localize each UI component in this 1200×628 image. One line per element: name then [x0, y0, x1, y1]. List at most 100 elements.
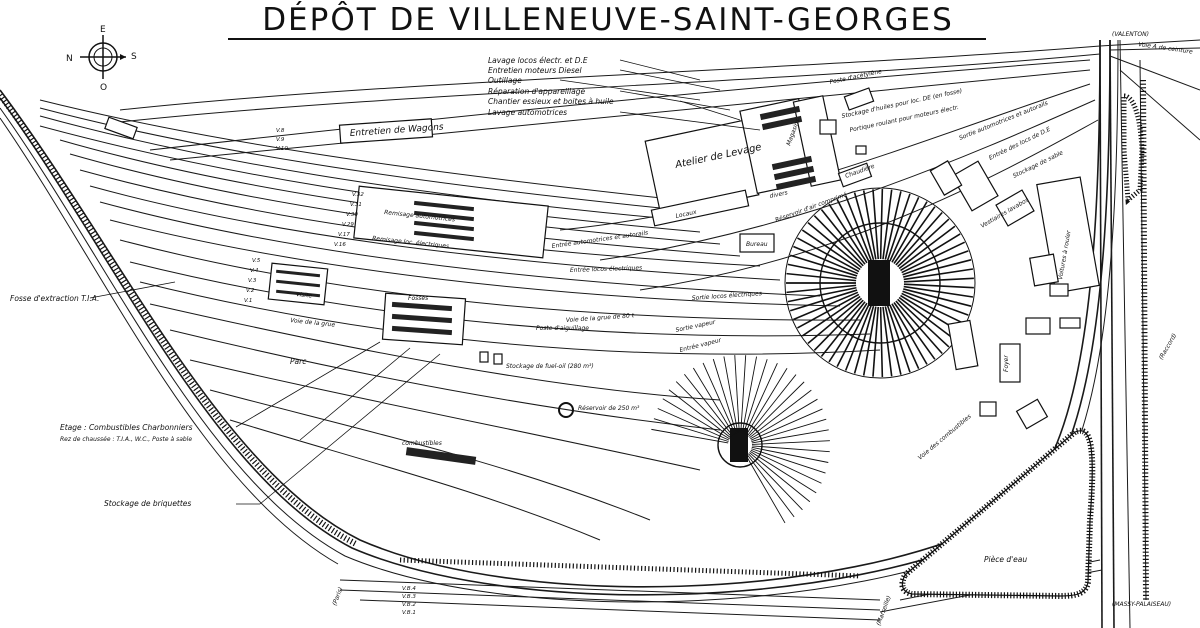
track-number: V.B.1: [402, 610, 416, 616]
turntable-track: [862, 190, 877, 260]
label-parc: Parc: [290, 357, 307, 366]
turntable-track: [748, 453, 803, 511]
turntable-track: [723, 356, 739, 434]
label-stockage-briquettes: Stockage de briquettes: [104, 499, 191, 508]
turntable-track: [793, 245, 859, 275]
track-number: V.B.3: [402, 594, 416, 600]
turntable-track: [879, 306, 884, 377]
main-line-tracks: [0, 39, 1200, 628]
track-number: V.29: [342, 222, 354, 228]
track-number: V.1: [244, 298, 252, 304]
label-bureau: Bureau: [746, 241, 768, 248]
turntable-track: [750, 449, 822, 484]
turntable-track: [748, 381, 805, 437]
turntable-track: [657, 408, 730, 441]
label-fosse-extraction: Fosse d'extraction T.I.A.: [10, 294, 99, 303]
turntable-track: [893, 206, 936, 264]
turntable-track: [807, 297, 863, 345]
turntable-track: [836, 303, 870, 368]
yard-tracks-upper: [39, 59, 1099, 541]
label-rez-chaussee: Rez de chaussée : T.I.A., W.C., Poste à …: [60, 436, 192, 443]
label-poste-aiguillage: Poste d'aiguillage: [536, 325, 589, 332]
turntable-track: [891, 201, 928, 263]
turntable-track: [750, 398, 818, 440]
label-sortie-vapeur: Sortie vapeur: [675, 319, 717, 334]
label-valenton: (VALENTON): [1112, 31, 1149, 38]
turntable-track: [828, 203, 868, 264]
turntable-track: [853, 192, 875, 261]
turntable-track: [662, 398, 730, 440]
turntable-track: [879, 189, 884, 260]
turntable-track: [903, 283, 974, 289]
track-number: V.9: [276, 137, 285, 143]
turntable-track: [886, 305, 911, 373]
turntable-track: [889, 196, 920, 262]
turntable-track: [884, 306, 902, 375]
turntable-track: [749, 450, 817, 494]
turntable-track: [789, 254, 858, 277]
track-number: V.2: [246, 288, 255, 294]
compass-east: E: [100, 25, 106, 35]
track-number: V.30: [346, 212, 358, 218]
track-number: V.3: [248, 278, 257, 284]
turntable-track: [813, 215, 864, 267]
turntable-track: [787, 263, 857, 280]
label-visite: visite: [296, 291, 313, 300]
turntable-track: [750, 408, 823, 441]
turntable-track: [897, 218, 950, 268]
turntable-track: [712, 358, 737, 434]
turntable-track: [801, 295, 861, 337]
turntable-track: [751, 429, 829, 444]
compass-south: S: [131, 52, 137, 62]
wagon-shop-building: [338, 118, 434, 144]
turntable-track: [734, 355, 740, 434]
turntable-track: [895, 211, 943, 266]
track-number: V.31: [350, 202, 362, 208]
track-number: V.32: [352, 192, 364, 198]
turntable-track: [853, 305, 875, 374]
turntable-track: [902, 290, 969, 316]
label-voie-a: Voie A de ceinture: [1138, 41, 1194, 56]
label-chantier-essieux: Chantier essieux et boites à huile: [488, 97, 614, 106]
turntable-track: [902, 250, 969, 276]
turntable-track: [903, 268, 974, 281]
track-number: V.B.4: [402, 586, 416, 592]
label-lavage-locos: Lavage locos électr. et D.E: [488, 56, 588, 65]
turntable-track: [740, 355, 747, 434]
track-number: V.17: [338, 232, 350, 238]
label-entree-locos-de: Entrée des locs de D.E: [988, 126, 1052, 162]
plan-labels: Entretien de Wagons Lavage locos électr.…: [10, 31, 1193, 627]
compass-icon: E N S O: [66, 25, 137, 93]
turntable-track: [751, 445, 830, 453]
turntable-track: [903, 285, 974, 298]
turntable-track: [828, 302, 868, 363]
compass-north: N: [66, 54, 73, 64]
turntable-track: [820, 301, 866, 357]
turntable-track: [789, 289, 858, 312]
turntable-track: [651, 428, 729, 444]
turntable-track: [668, 389, 731, 438]
label-voie-grue: Voie de la grue: [290, 317, 336, 329]
label-stockage-fuel: Stockage de fuel-oil (280 m³): [506, 363, 594, 370]
large-turntable: [784, 187, 976, 379]
label-entree-locos: Entrée locos électriques: [570, 264, 643, 274]
turntable-track: [862, 306, 877, 376]
turntable-track: [797, 293, 860, 329]
turntable-track: [675, 381, 732, 437]
turntable-track: [751, 440, 830, 445]
track-number: V.5: [252, 258, 261, 264]
turntable-track: [813, 299, 864, 351]
turntable-track: [893, 302, 936, 360]
turntable-track: [786, 272, 857, 282]
turntable-track: [751, 418, 827, 442]
turntable-track: [749, 389, 812, 439]
turntable-track: [751, 446, 829, 463]
turntable-track: [903, 259, 972, 278]
turntable-track: [844, 195, 872, 261]
label-stockage-sable: Stockage de sable: [1012, 149, 1065, 180]
track-number-labels: V.8V.9V.10V.32V.31V.30V.29V.17V.16V.5V.4…: [244, 128, 416, 616]
turntable-track: [692, 367, 735, 435]
turntable-track: [747, 374, 797, 436]
label-voie-combustibles: Voie des combustibles: [917, 413, 973, 461]
turntable-track: [895, 300, 943, 355]
